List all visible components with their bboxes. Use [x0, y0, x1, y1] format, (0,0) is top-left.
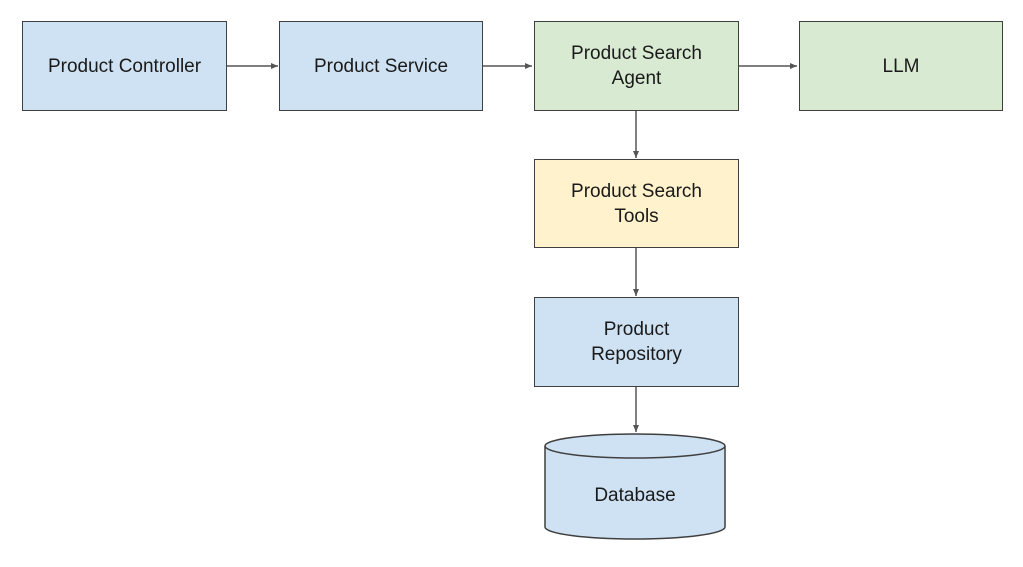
- database-label: Database: [594, 485, 676, 506]
- llm-node: LLM: [799, 21, 1003, 111]
- database-node: Database: [545, 478, 725, 514]
- product-repository-label: Product Repository: [591, 319, 682, 365]
- product-search-agent-label: Product Search Agent: [571, 43, 702, 89]
- database-cylinder-shape: [544, 433, 726, 540]
- llm-label: LLM: [882, 55, 920, 77]
- product-search-tools-node: Product Search Tools: [534, 159, 739, 248]
- product-search-tools-label: Product Search Tools: [571, 180, 702, 227]
- product-service-label: Product Service: [313, 55, 449, 77]
- product-service-node: Product Service: [279, 21, 483, 111]
- product-controller-label: Product Controller: [47, 55, 202, 77]
- product-repository-node: Product Repository: [534, 297, 739, 387]
- product-controller-node: Product Controller: [22, 21, 227, 111]
- product-search-agent-node: Product Search Agent: [534, 21, 739, 111]
